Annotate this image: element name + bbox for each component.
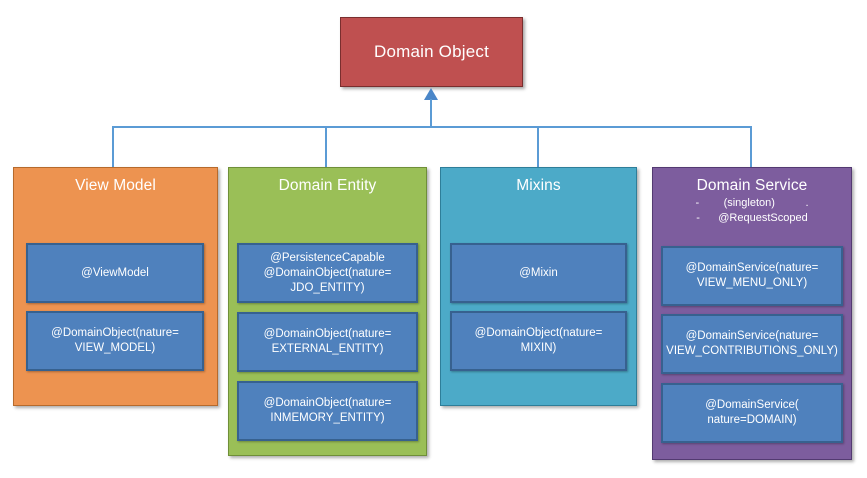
annotation-box[interactable]: @PersistenceCapable @DomainObject(nature… xyxy=(237,243,418,303)
node-domain-object-label: Domain Object xyxy=(373,42,490,61)
node-domain-object[interactable]: Domain Object xyxy=(340,17,523,87)
annotation-text: @PersistenceCapable @DomainObject(nature… xyxy=(263,251,392,294)
annotation-box[interactable]: @ViewModel xyxy=(26,243,204,303)
annotation-text: @DomainService(nature= VIEW_CONTRIBUTION… xyxy=(666,330,838,357)
connector-drop-view-model xyxy=(112,126,114,168)
connector-bus xyxy=(112,126,752,128)
annotation-text: @DomainObject(nature= VIEW_MODEL) xyxy=(51,327,179,354)
annotation-box[interactable]: @DomainService(nature= VIEW_MENU_ONLY) xyxy=(661,246,843,306)
annotation-box[interactable]: @DomainObject(nature= EXTERNAL_ENTITY) xyxy=(237,312,418,372)
connector-stem-root xyxy=(430,99,432,128)
annotation-text: @DomainObject(nature= EXTERNAL_ENTITY) xyxy=(263,328,392,355)
category-subline: - @RequestScoped xyxy=(696,212,808,224)
annotation-text: @DomainObject(nature= MIXIN) xyxy=(474,327,603,354)
connector-drop-domain-entity xyxy=(325,126,327,168)
annotation-box[interactable]: @DomainService( nature=DOMAIN) xyxy=(661,383,843,443)
annotation-box[interactable]: @DomainObject(nature= VIEW_MODEL) xyxy=(26,311,204,371)
annotation-text: @Mixin xyxy=(519,266,558,279)
annotation-box[interactable]: @Mixin xyxy=(450,243,627,303)
category-domain-entity-title: Domain Entity xyxy=(278,177,377,194)
connector-drop-domain-service xyxy=(750,126,752,168)
annotation-box[interactable]: @DomainObject(nature= MIXIN) xyxy=(450,311,627,371)
category-mixins-title: Mixins xyxy=(516,177,561,194)
annotation-text: @DomainObject(nature= INMEMORY_ENTITY) xyxy=(263,397,392,424)
arrow-up-icon xyxy=(424,88,438,100)
connector-drop-mixins xyxy=(537,126,539,168)
annotation-text: @ViewModel xyxy=(81,266,149,279)
annotation-box[interactable]: @DomainObject(nature= INMEMORY_ENTITY) xyxy=(237,381,418,441)
annotation-text: @DomainService( nature=DOMAIN) xyxy=(705,399,799,426)
annotation-text: @DomainService(nature= VIEW_MENU_ONLY) xyxy=(685,262,819,289)
category-subline: - (singleton) . xyxy=(695,197,809,209)
category-view-model-title: View Model xyxy=(75,177,156,194)
annotation-box[interactable]: @DomainService(nature= VIEW_CONTRIBUTION… xyxy=(661,314,843,374)
category-domain-service-sublist: - (singleton) . - @RequestScoped xyxy=(653,196,851,226)
category-domain-service-title: Domain Service xyxy=(696,177,808,194)
